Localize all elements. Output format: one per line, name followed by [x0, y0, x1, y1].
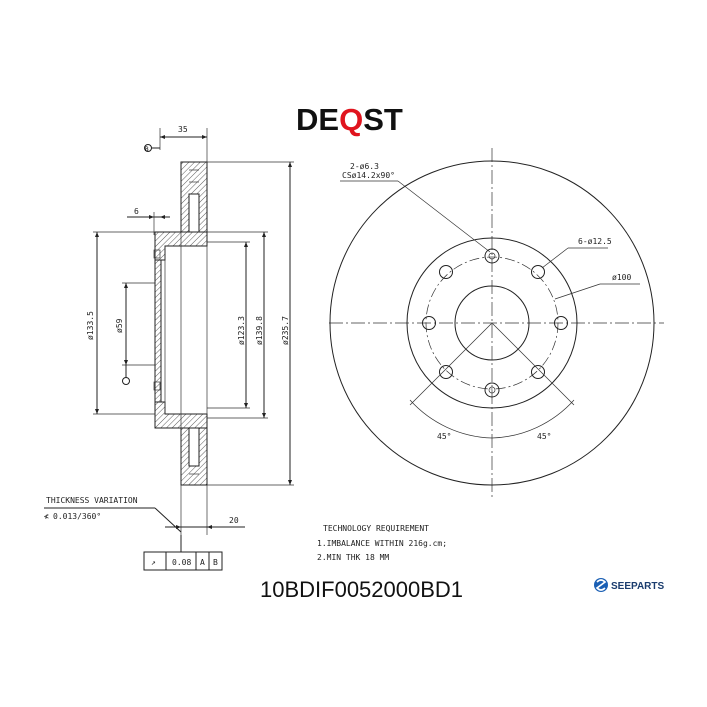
dim-width-35: 35 [178, 125, 188, 134]
thickness-variation-note: THICKNESS VARIATION ≮ 0.013/360° [44, 496, 182, 533]
label-bolt-holes: 6-ø12.5 [578, 237, 612, 246]
supplier-logo: SEEPARTS [594, 578, 664, 592]
dim-dia-59: ø59 [115, 318, 124, 333]
bolt-hole [439, 265, 453, 279]
rotor-section-upper [180, 161, 208, 233]
dim-dia-235-7: ø235.7 [281, 316, 290, 345]
datum-a-circle [122, 377, 130, 385]
bolt-hole [422, 316, 436, 330]
bolt-hole [554, 316, 568, 330]
thickness-symbol: ≮ [44, 512, 49, 521]
hat-wall [154, 259, 162, 403]
seeparts-logo-icon [594, 578, 608, 592]
frame-datum-a: A [200, 558, 205, 567]
dim-hat-6: 6 [134, 207, 139, 216]
dim-dia-123-3: ø123.3 [237, 316, 246, 345]
front-view: 2-ø6.3 CSø14.2x90° 6-ø12.5 ø100 45° 45° [329, 148, 664, 498]
bolt-hole [484, 382, 500, 398]
requirement-title: TECHNOLOGY REQUIREMENT [323, 524, 429, 533]
side-section-view: 35 B 6 [86, 125, 294, 535]
tolerance-frame: ↗ 0.08 A B [143, 535, 223, 571]
part-number: 10BDIF0052000BD1 [260, 577, 463, 602]
hat-outer-edge [406, 237, 578, 409]
datum-b-label: B [145, 146, 149, 153]
pcd-circle [425, 256, 559, 390]
frame-datum-b: B [213, 558, 218, 567]
label-angle-left: 45° [437, 432, 451, 441]
rotor-section-lower [180, 427, 208, 486]
label-countersink: CSø14.2x90° [342, 171, 395, 180]
bolt-holes [422, 248, 568, 398]
requirement-line-1: 1.IMBALANCE WITHIN 216g.cm; [317, 539, 447, 548]
frame-symbol: ↗ [151, 558, 156, 567]
thickness-title: THICKNESS VARIATION [46, 496, 138, 505]
brand-logo: DEQST [296, 102, 403, 137]
bolt-hole [531, 265, 545, 279]
requirement-line-2: 2.MIN THK 18 MM [317, 553, 389, 562]
label-pcd: ø100 [612, 273, 631, 282]
brand-name: DEQST [296, 102, 403, 137]
dim-thk-20: 20 [229, 516, 239, 525]
dim-dia-139-8: ø139.8 [255, 316, 264, 345]
label-angle-right: 45° [537, 432, 551, 441]
frame-tolerance: 0.08 [172, 558, 191, 567]
supplier-name: SEEPARTS [611, 581, 664, 592]
bolt-hole [531, 365, 545, 379]
bolt-hole [484, 248, 500, 264]
technology-requirement: TECHNOLOGY REQUIREMENT 1.IMBALANCE WITHI… [317, 524, 447, 562]
dim-dia-133-5: ø133.5 [86, 311, 95, 340]
thickness-value: 0.013/360° [53, 512, 101, 521]
bolt-hole [439, 365, 453, 379]
center-bore [454, 285, 530, 361]
rotor-outer-edge [329, 160, 655, 486]
label-small-holes: 2-ø6.3 [350, 162, 379, 171]
